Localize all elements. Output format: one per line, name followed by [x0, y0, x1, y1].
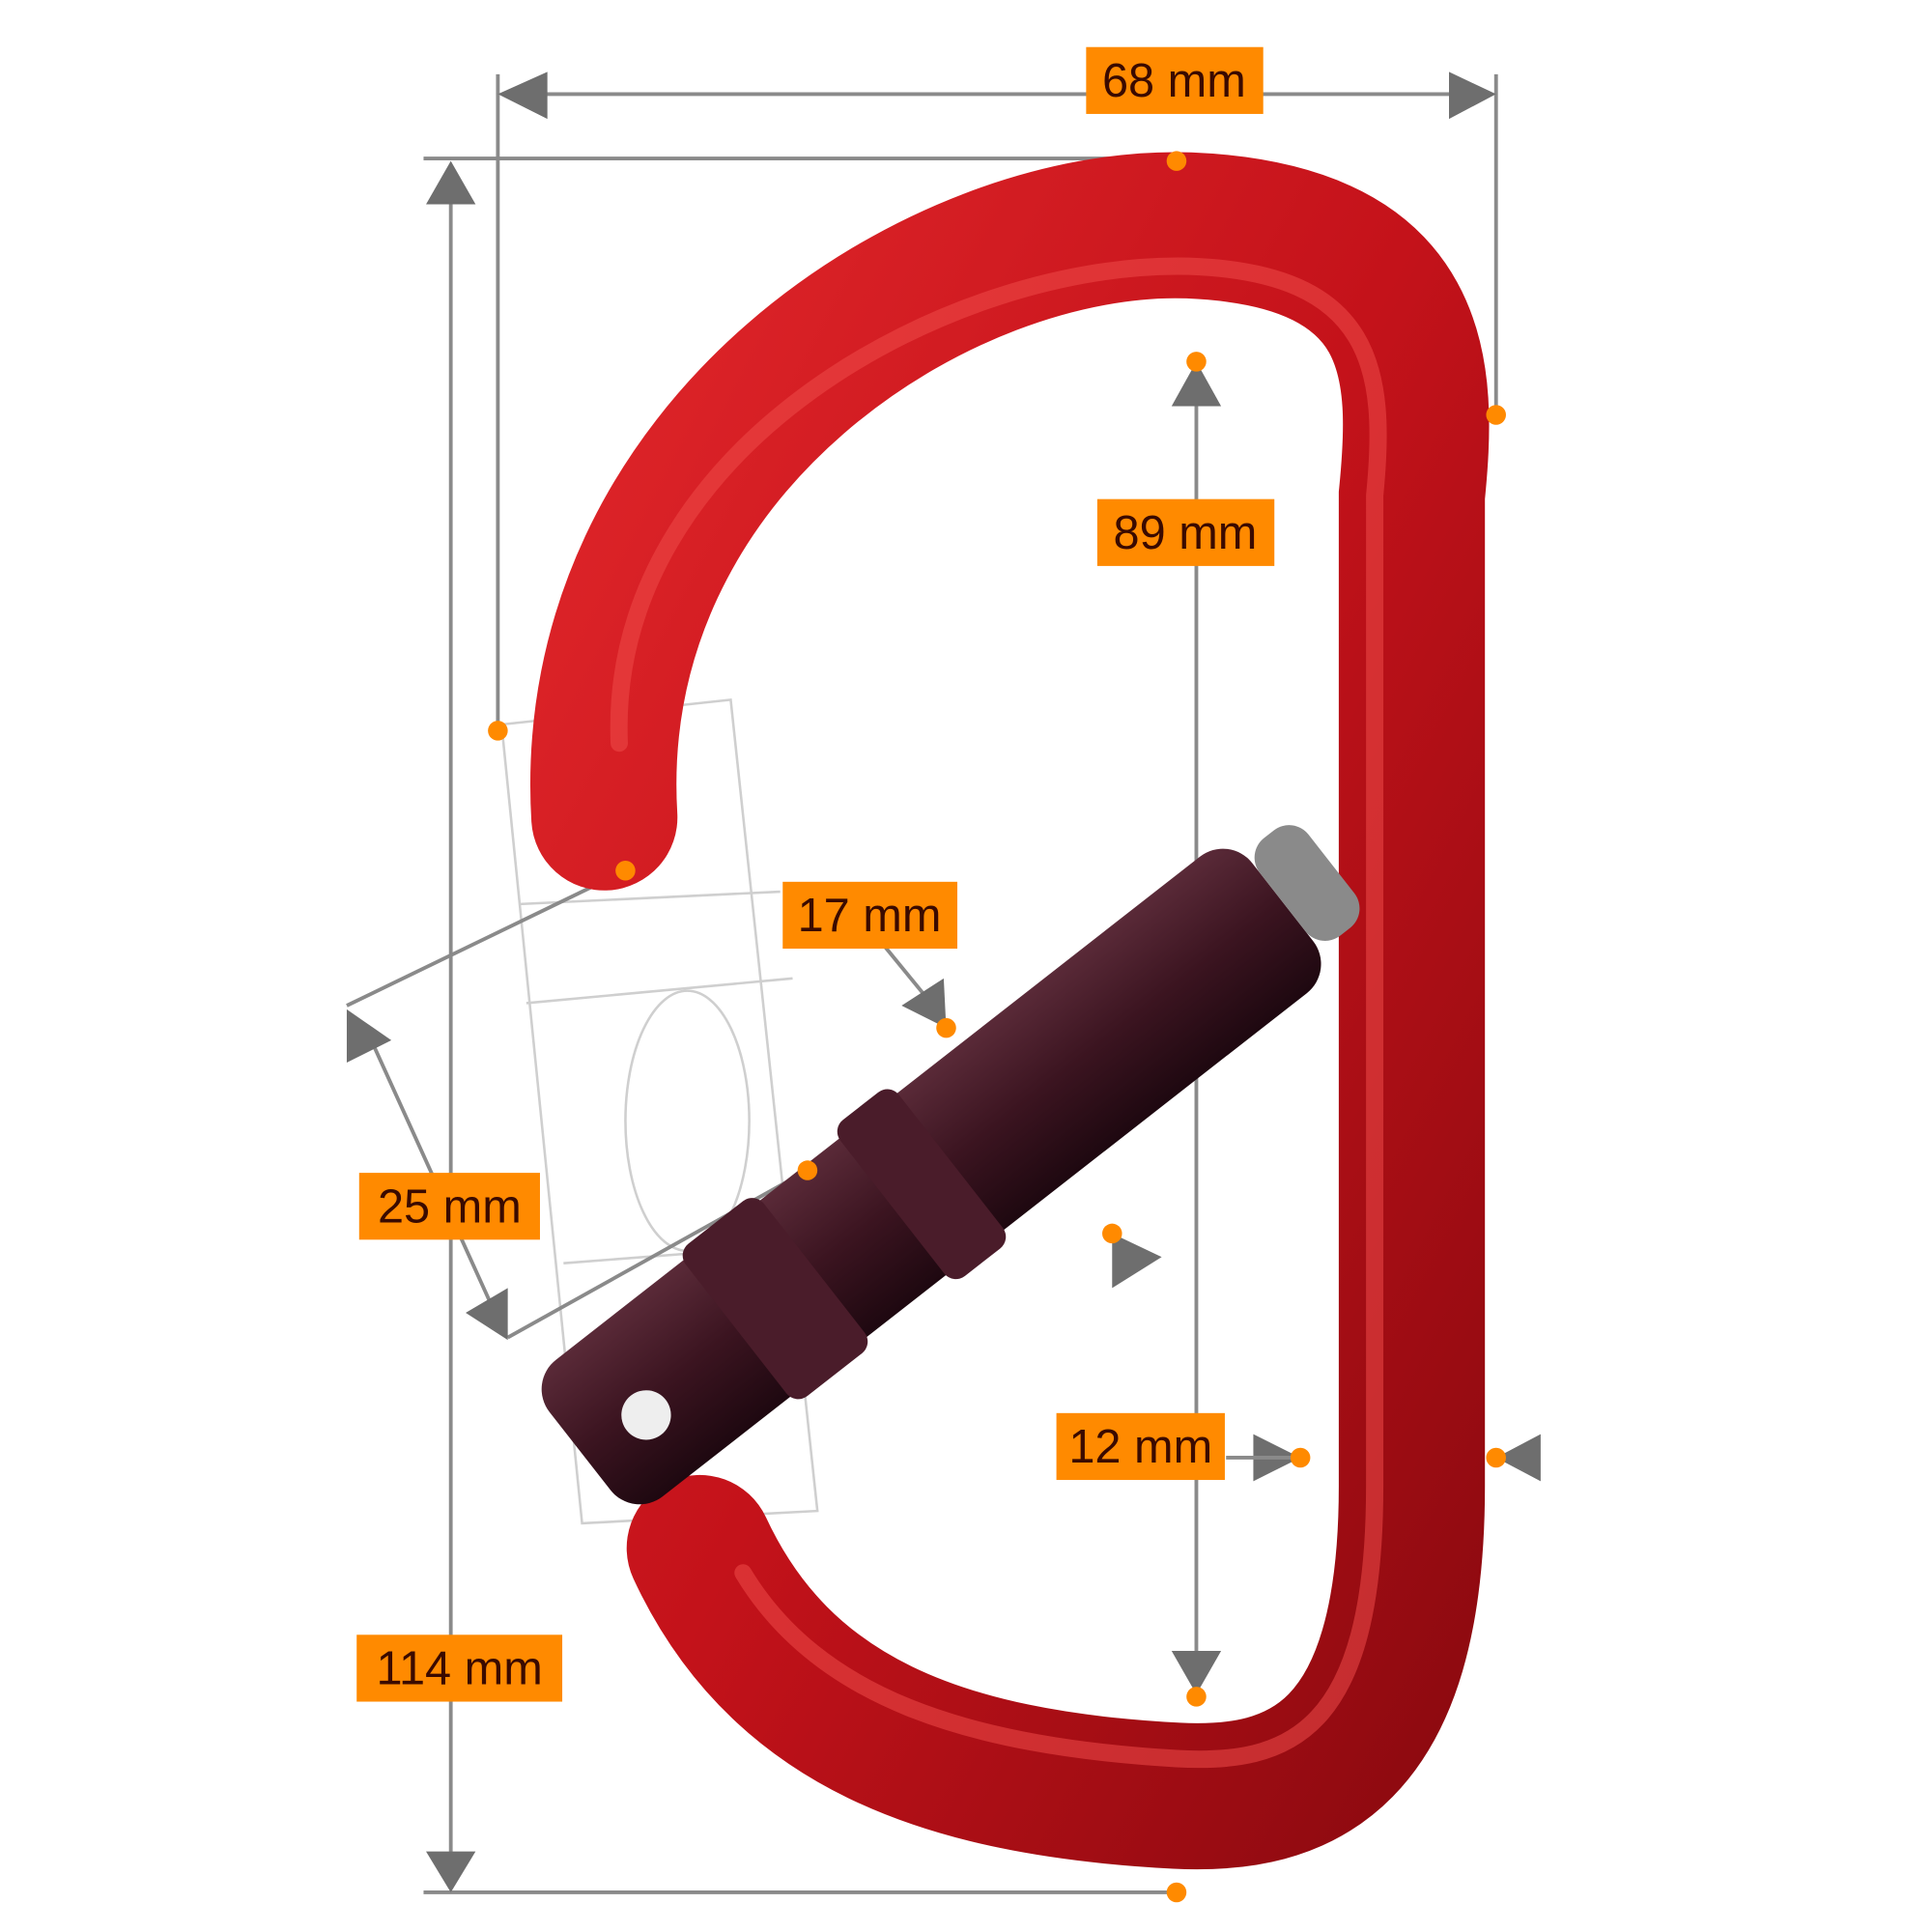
measurement-points: [488, 151, 1506, 1903]
label-bar-thickness-text: 12 mm: [1068, 1421, 1212, 1473]
label-gate-opening-text: 17 mm: [798, 890, 942, 942]
dimension-lines: [346, 71, 1541, 1894]
label-width-text: 68 mm: [1102, 55, 1246, 107]
label-width: 68 mm: [1086, 46, 1264, 114]
label-gate-opening: 17 mm: [782, 881, 958, 950]
locking-gate: [541, 825, 1360, 1505]
label-inner-length: 89 mm: [1096, 498, 1275, 566]
label-bar-thickness: 12 mm: [1056, 1412, 1225, 1481]
label-length: 114 mm: [356, 1634, 563, 1702]
label-gate-diameter: 25 mm: [358, 1173, 540, 1240]
label-gate-diameter-text: 25 mm: [378, 1180, 522, 1233]
label-length-text: 114 mm: [376, 1643, 542, 1695]
carabiner-body: [530, 152, 1490, 1870]
label-inner-length-text: 89 mm: [1113, 507, 1257, 559]
